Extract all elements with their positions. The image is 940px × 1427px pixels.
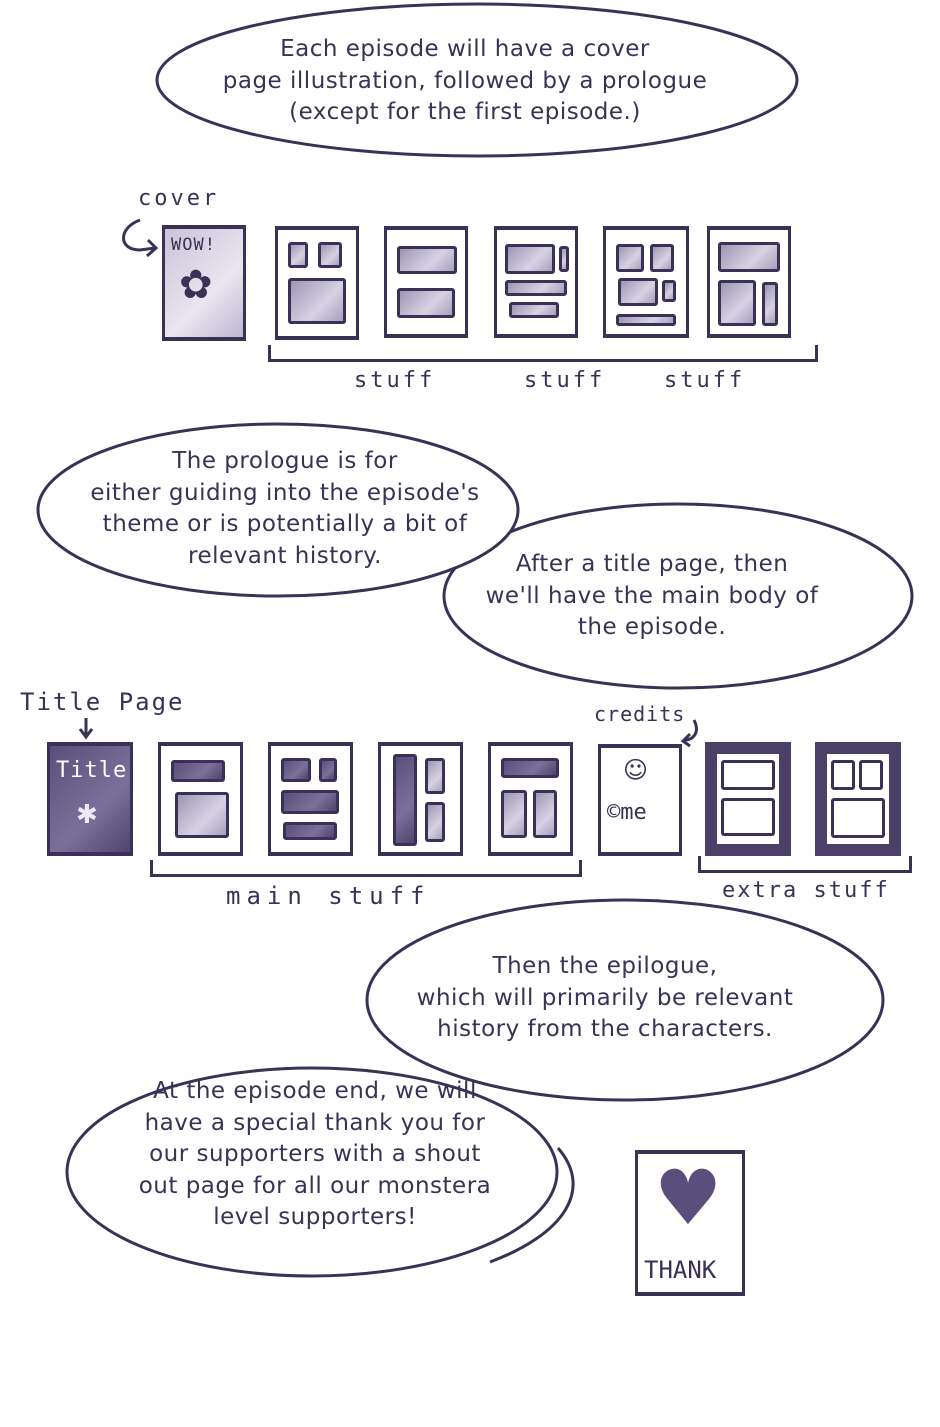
thank-text: THANK <box>644 1256 717 1284</box>
bubble-3-shape <box>442 502 914 690</box>
heart-icon: ♥ <box>654 1153 723 1242</box>
smiley-icon: ☺ <box>623 756 649 784</box>
page-thumb <box>384 226 468 338</box>
credits-arrow-icon <box>680 719 698 748</box>
bubble-line: (except for the first episode.) <box>289 99 641 125</box>
bubble-line: either guiding into the episode's <box>90 479 480 506</box>
page-thumb <box>707 226 791 338</box>
title-arrow-icon <box>78 718 94 740</box>
credits-text: ©me <box>607 800 647 825</box>
page-thumb <box>268 742 353 856</box>
bubble-line: the episode. <box>577 614 727 640</box>
bubble-2-text: The prologue is for either guiding into … <box>60 446 510 572</box>
page-thumb <box>275 226 359 340</box>
extra-page <box>705 742 791 856</box>
credits-label: credits <box>594 702 686 726</box>
bubble-line: At the episode end, we will <box>153 1078 477 1104</box>
page-thumb <box>494 226 578 338</box>
bubble-line: The prologue is for <box>172 448 398 474</box>
title-page: Title ✱ <box>47 742 133 856</box>
stuff-bracket <box>268 345 818 362</box>
title-page-label: Title Page <box>20 688 185 716</box>
main-bracket <box>150 860 582 877</box>
bubble-line: we'll have the main body of <box>485 582 819 609</box>
bubble-line: relevant history. <box>188 542 382 569</box>
bubble-4-text: Then the epilogue, which will primarily … <box>395 951 815 1046</box>
stuff-label: stuff <box>354 368 436 393</box>
bubble-5-text: At the episode end, we will have a speci… <box>110 1076 520 1234</box>
title-text: Title <box>56 758 128 783</box>
bubble-line: Then the epilogue, <box>492 953 718 979</box>
star-flower-icon: ✱ <box>76 800 98 830</box>
credits-page: ☺ ©me <box>598 744 682 856</box>
bubble-line: our supporters with a shout <box>149 1141 481 1167</box>
page-thumb <box>488 742 573 856</box>
bubble-line: have a special thank you for <box>144 1109 486 1136</box>
bubble-line: After a title page, then <box>515 551 789 577</box>
main-stuff-label: main stuff <box>226 882 431 910</box>
bubble-line: Each episode will have a cover <box>280 36 650 62</box>
cover-text: WOW! <box>171 235 216 255</box>
bubble-2-shape <box>36 422 520 598</box>
bubble-line: page illustration, followed by a prologu… <box>222 67 708 94</box>
bubble-line: level supporters! <box>213 1204 417 1230</box>
thank-you-page: ♥ THANK <box>635 1150 745 1296</box>
cover-label: cover <box>138 186 220 211</box>
cover-page: WOW! ✿ <box>162 225 246 341</box>
page-thumb <box>378 742 463 856</box>
stuff-label: stuff <box>664 368 746 393</box>
flower-icon: ✿ <box>179 262 213 308</box>
bubble-line: out page for all our monstera <box>138 1172 492 1199</box>
bubble-1-text: Each episode will have a cover page illu… <box>165 34 765 129</box>
extra-stuff-label: extra stuff <box>722 878 890 903</box>
extra-bracket <box>698 856 912 873</box>
stuff-label: stuff <box>524 368 606 393</box>
bubble-line: history from the characters. <box>437 1016 773 1042</box>
page-thumb <box>603 226 689 338</box>
page-thumb <box>158 742 243 856</box>
bubble-4-shape <box>365 898 885 1102</box>
bubble-line: theme or is potentially a bit of <box>102 511 468 537</box>
bubble-line: which will primarily be relevant <box>416 984 794 1011</box>
bubble-1-shape <box>155 2 799 158</box>
extra-page <box>815 742 901 856</box>
cover-arrow-icon <box>122 218 159 258</box>
bubble-3-text: After a title page, then we'll have the … <box>452 549 852 644</box>
